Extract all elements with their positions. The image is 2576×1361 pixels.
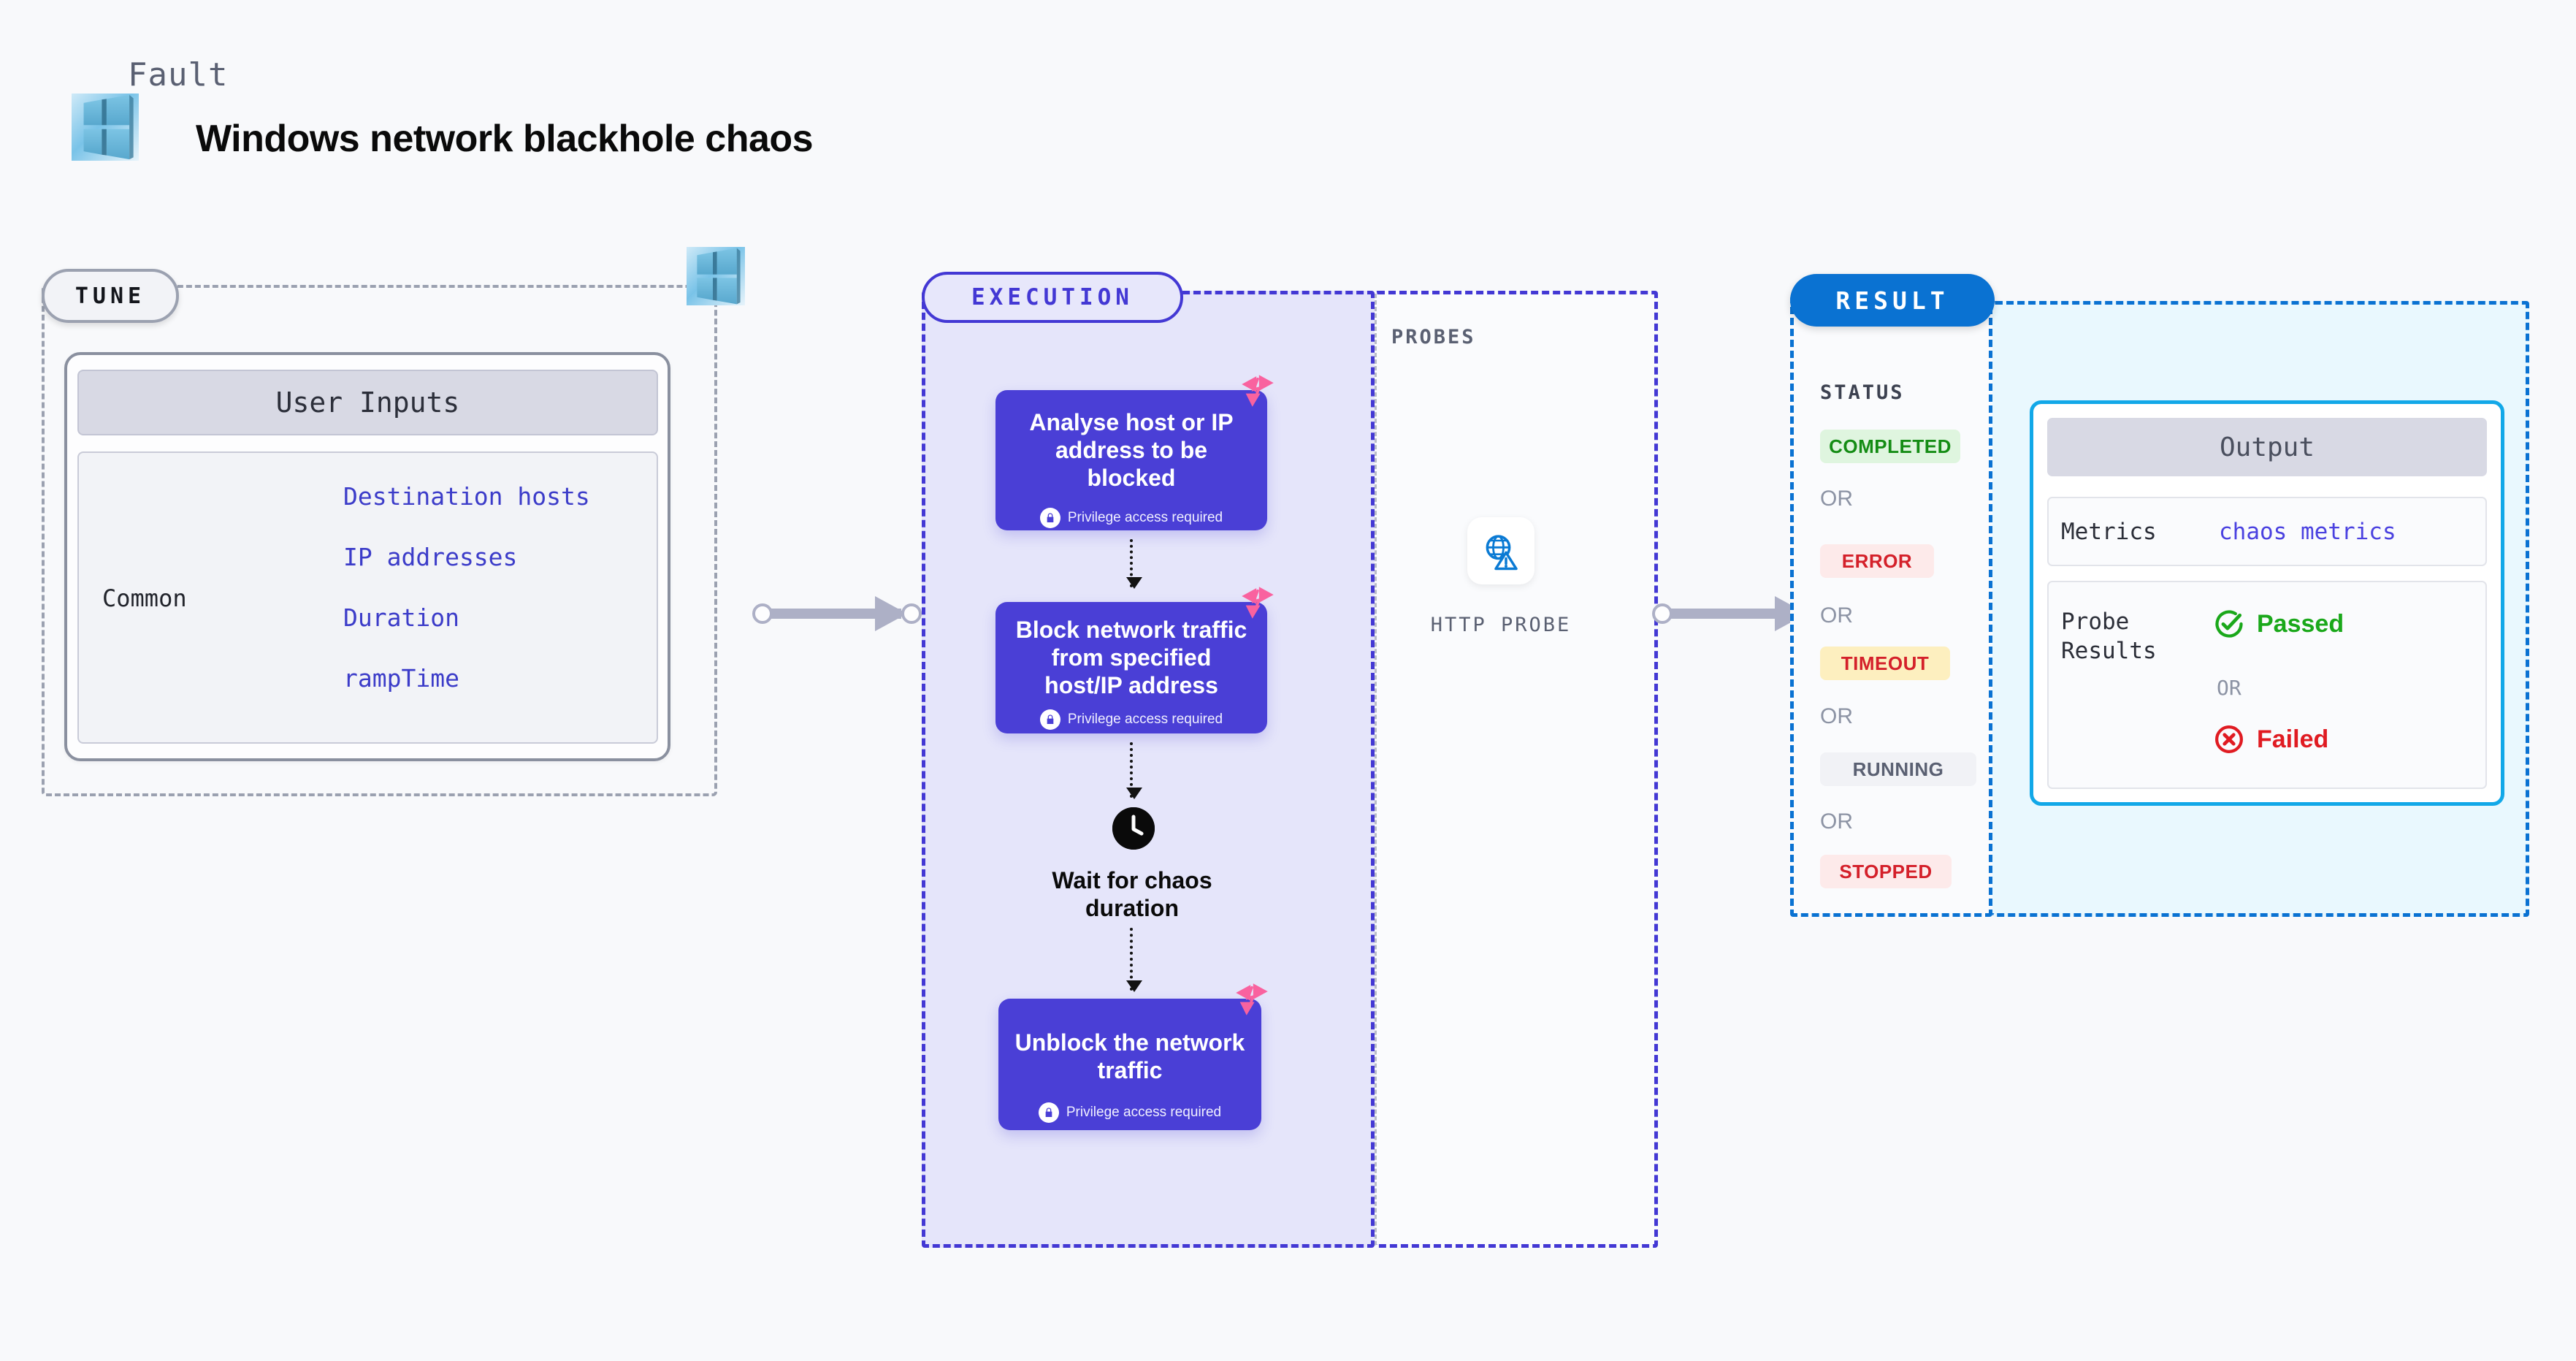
litmus-logo-icon bbox=[1242, 375, 1274, 407]
probe-result-failed: Failed bbox=[2213, 723, 2328, 755]
status-badge-timeout: TIMEOUT bbox=[1820, 647, 1950, 680]
output-card-header: Output bbox=[2047, 418, 2487, 476]
status-badge-error: ERROR bbox=[1820, 544, 1934, 578]
param-item: rampTime bbox=[343, 664, 459, 693]
probe-result-passed: Passed bbox=[2213, 608, 2344, 640]
execution-node-analyse[interactable]: Analyse host or IP address to be blocked… bbox=[995, 375, 1274, 530]
result-status-container bbox=[1790, 296, 1992, 917]
flow-arrow bbox=[1126, 539, 1142, 589]
node-privilege-text: Privilege access required bbox=[1066, 1104, 1222, 1120]
flow-arrow bbox=[1126, 928, 1142, 992]
execution-section-pill: EXECUTION bbox=[922, 272, 1183, 323]
node-privilege: Privilege access required bbox=[998, 1102, 1261, 1123]
node-privilege-text: Privilege access required bbox=[1067, 712, 1223, 728]
param-item: IP addresses bbox=[343, 543, 518, 571]
page-title: Windows network blackhole chaos bbox=[196, 118, 814, 160]
litmus-logo-icon bbox=[1242, 587, 1274, 619]
flow-arrow bbox=[1126, 742, 1142, 799]
lock-icon bbox=[1038, 1102, 1059, 1123]
node-title: Unblock the network traffic bbox=[1014, 1029, 1245, 1083]
metrics-label: Metrics bbox=[2061, 519, 2157, 545]
probe-label: HTTP PROBE bbox=[1430, 614, 1572, 636]
tune-section-container bbox=[42, 285, 717, 796]
or-separator: OR bbox=[2217, 676, 2241, 700]
clock-icon bbox=[1112, 807, 1155, 850]
tune-section-pill: TUNE bbox=[42, 269, 179, 323]
user-inputs-body bbox=[77, 451, 658, 744]
status-badge-running: RUNNING bbox=[1820, 752, 1976, 786]
param-item: Duration bbox=[343, 603, 459, 632]
or-separator: OR bbox=[1820, 704, 1853, 728]
probe-result-passed-label: Passed bbox=[2257, 609, 2344, 638]
node-privilege: Privilege access required bbox=[995, 709, 1267, 731]
status-badge-completed: COMPLETED bbox=[1820, 430, 1960, 463]
node-privilege-text: Privilege access required bbox=[1067, 510, 1223, 526]
probe-results-row bbox=[2047, 581, 2487, 789]
param-list: Destination hosts IP addresses Duration … bbox=[343, 482, 650, 725]
metrics-row bbox=[2047, 497, 2487, 566]
lock-icon bbox=[1039, 709, 1060, 731]
node-title: Analyse host or IP address to be blocked bbox=[1029, 409, 1234, 491]
litmus-logo-icon bbox=[1236, 983, 1268, 1015]
check-circle-icon bbox=[2215, 610, 2243, 638]
probes-section-container bbox=[1375, 291, 1658, 1248]
x-circle-icon bbox=[2215, 725, 2243, 753]
or-separator: OR bbox=[1820, 603, 1853, 628]
status-badge-stopped: STOPPED bbox=[1820, 855, 1952, 888]
metrics-value[interactable]: chaos metrics bbox=[2219, 519, 2396, 545]
probes-section-label: PROBES bbox=[1391, 326, 1476, 348]
param-item: Destination hosts bbox=[343, 482, 590, 511]
node-privilege: Privilege access required bbox=[995, 508, 1267, 529]
probe-results-label: Probe Results bbox=[2061, 609, 2157, 664]
connector-tune-to-execution bbox=[752, 596, 922, 631]
or-separator: OR bbox=[1820, 809, 1853, 834]
execution-node-block[interactable]: Block network traffic from specified hos… bbox=[995, 587, 1274, 733]
node-title: Block network traffic from specified hos… bbox=[1015, 617, 1247, 698]
tune-platform-windows-icon bbox=[687, 247, 745, 305]
probe-result-failed-label: Failed bbox=[2257, 725, 2329, 753]
fault-kicker: Fault bbox=[128, 56, 229, 94]
execution-node-unblock[interactable]: Unblock the network traffic Privilege ac… bbox=[998, 983, 1268, 1130]
windows-logo-icon bbox=[72, 94, 139, 161]
status-column-label: STATUS bbox=[1820, 381, 1905, 404]
lock-icon bbox=[1039, 508, 1060, 529]
globe-warning-icon[interactable] bbox=[1467, 517, 1534, 584]
wait-step-label: Wait for chaos duration bbox=[1052, 867, 1212, 922]
result-section-pill: RESULT bbox=[1790, 274, 1995, 327]
or-separator: OR bbox=[1820, 487, 1853, 511]
user-inputs-header: User Inputs bbox=[77, 370, 658, 435]
param-group-label: Common bbox=[102, 584, 187, 612]
